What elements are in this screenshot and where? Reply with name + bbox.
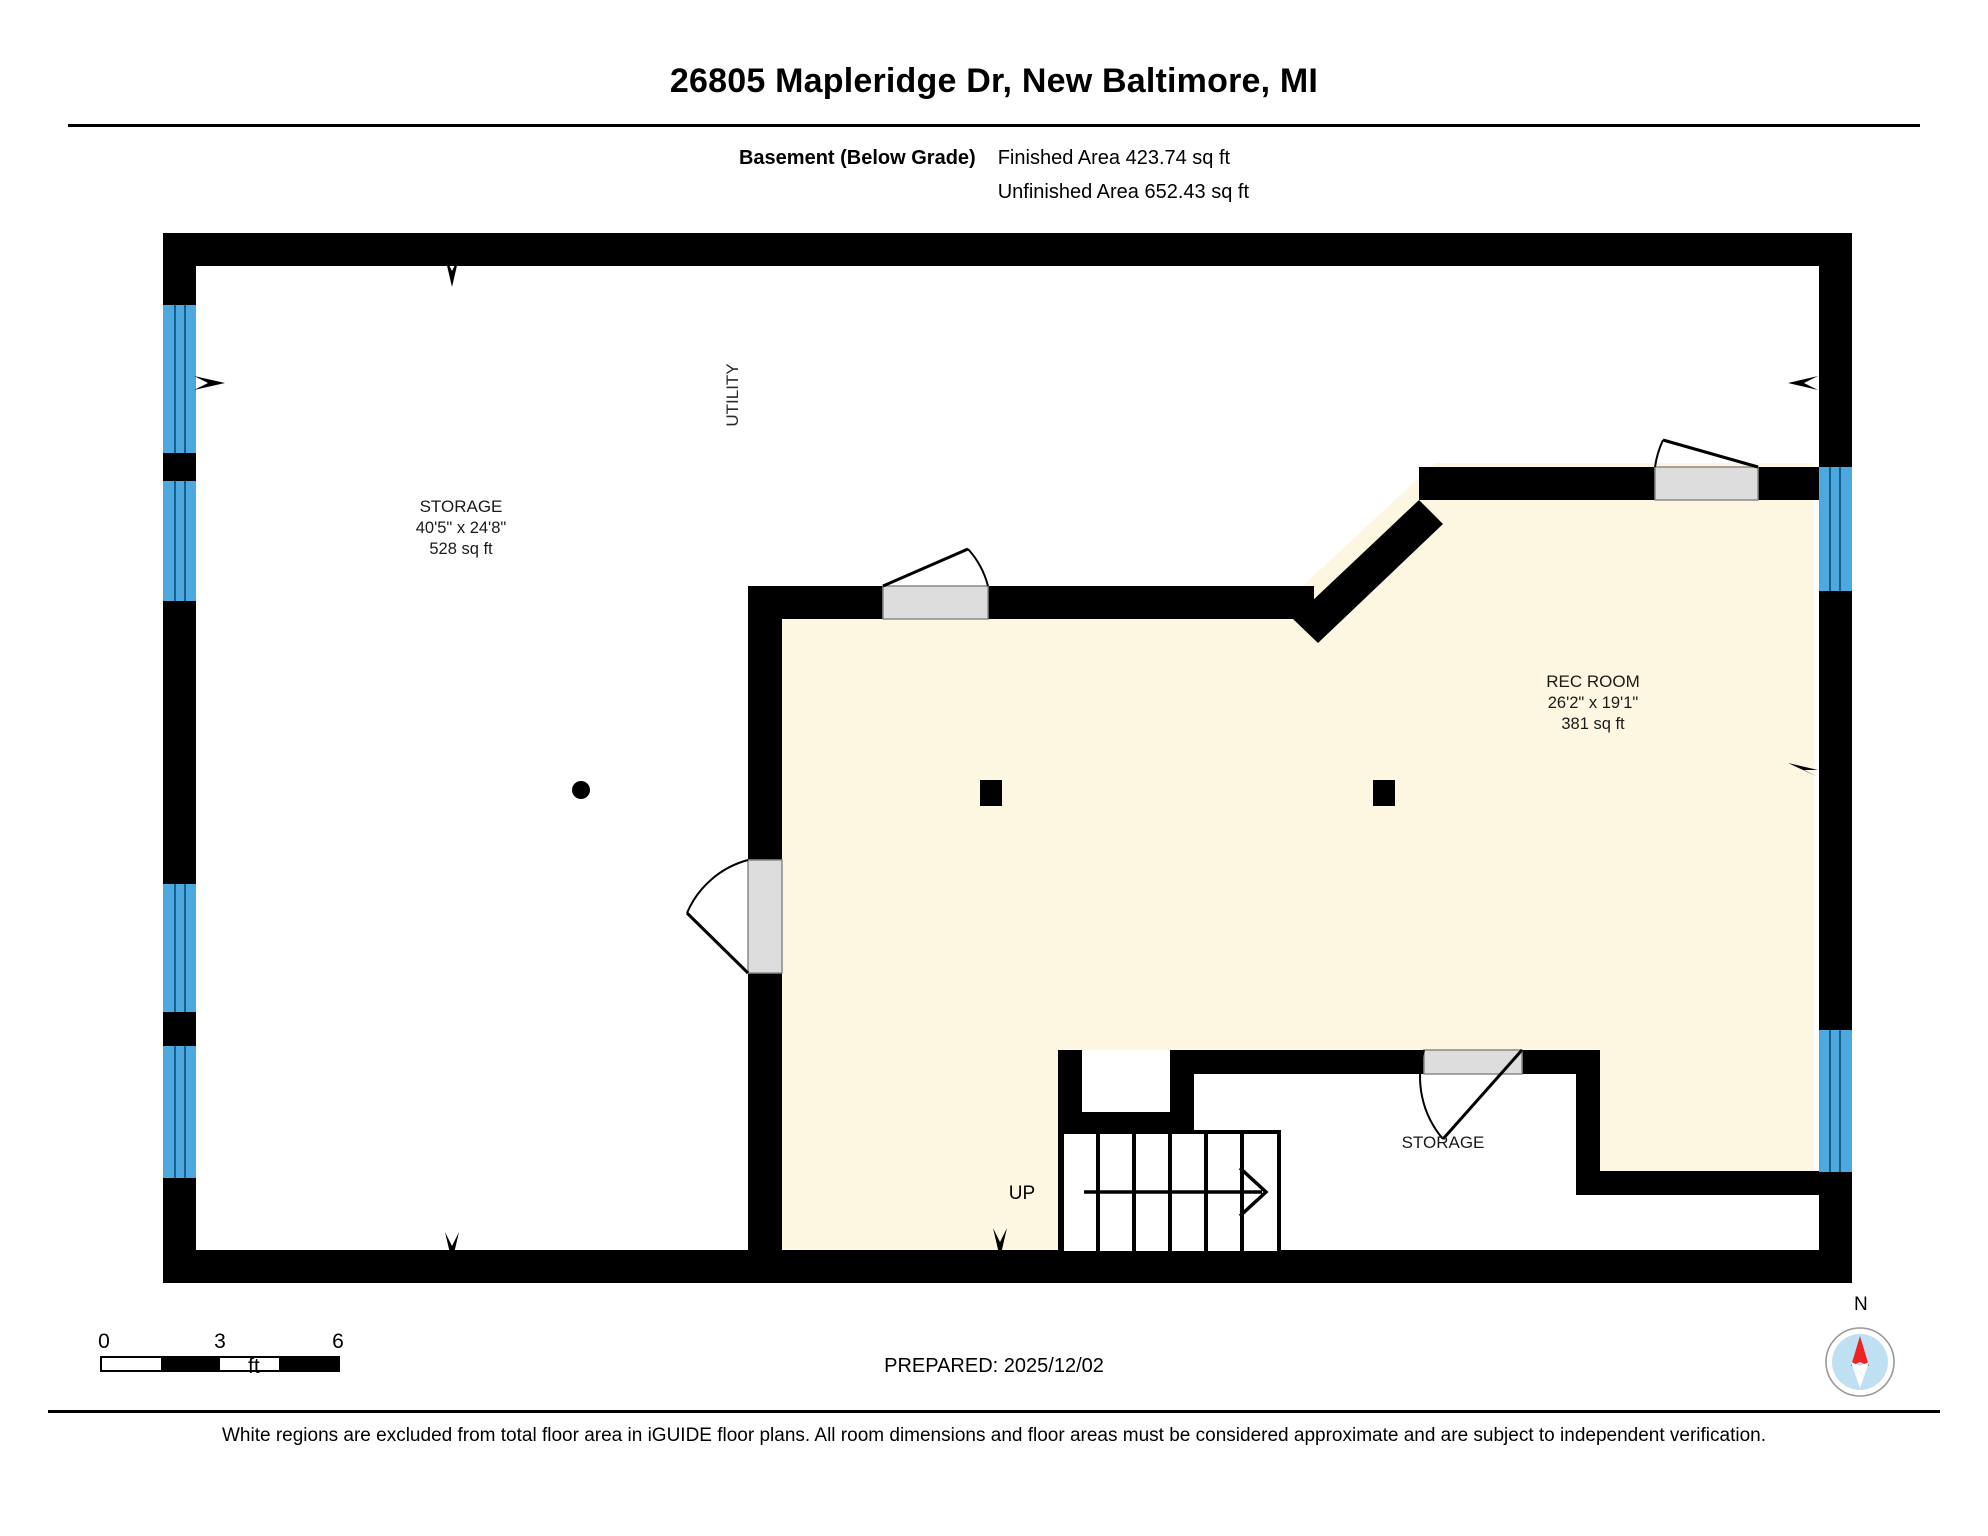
window-icon bbox=[163, 884, 196, 1012]
room-area: 381 sq ft bbox=[1561, 715, 1625, 733]
door-icon bbox=[1419, 1049, 1524, 1140]
room-label-rec-room: REC ROOM 26'2" x 19'1" 381 sq ft bbox=[1546, 672, 1640, 733]
scale-tick-labels: 0 3 6 bbox=[98, 1330, 380, 1356]
exterior-walls bbox=[163, 233, 1852, 1283]
scale-unit-label: ft bbox=[248, 1355, 260, 1378]
scale-tick-6: 6 bbox=[332, 1330, 344, 1353]
area-values: Finished Area 423.74 sq ft Unfinished Ar… bbox=[998, 141, 1249, 209]
stairs-up-label: UP bbox=[1009, 1183, 1035, 1204]
window-icon bbox=[1819, 467, 1852, 591]
page-title: 26805 Mapleridge Dr, New Baltimore, MI bbox=[669, 62, 1319, 100]
storage-closet-walls bbox=[1058, 1050, 1819, 1253]
staircase: UP bbox=[1009, 1130, 1281, 1255]
prepared-date: PREPARED: 2025/12/02 bbox=[884, 1355, 1104, 1377]
unfinished-area: Unfinished Area 652.43 sq ft bbox=[997, 181, 1249, 203]
window-icon bbox=[163, 481, 196, 601]
scale-tick-0: 0 bbox=[98, 1330, 110, 1353]
post-marker-icon bbox=[1373, 780, 1395, 806]
window-group-left bbox=[163, 305, 196, 1178]
door-icon bbox=[1654, 438, 1759, 501]
door-group bbox=[685, 438, 1759, 1140]
compass-icon bbox=[1825, 1327, 1895, 1397]
scale-segment bbox=[161, 1358, 220, 1370]
interior-walls bbox=[748, 467, 1819, 1266]
scale-bar bbox=[100, 1356, 340, 1372]
window-icon bbox=[1819, 1030, 1852, 1172]
scale-tick-3: 3 bbox=[214, 1330, 226, 1353]
room-label-utility: UTILITY bbox=[723, 363, 742, 426]
post-marker-icon bbox=[980, 780, 1002, 806]
disclaimer-text: White regions are excluded from total fl… bbox=[221, 1425, 1767, 1446]
scale-bar-group: 0 3 6 bbox=[98, 1330, 380, 1372]
room-label-storage-closet: STORAGE bbox=[1402, 1133, 1485, 1152]
room-name: STORAGE bbox=[420, 497, 503, 516]
window-icon bbox=[163, 305, 196, 453]
level-label: Basement (Below Grade) bbox=[738, 147, 976, 169]
rec-room-floor bbox=[748, 463, 1814, 1253]
door-icon bbox=[685, 859, 783, 975]
room-dimensions: 26'2" x 19'1" bbox=[1548, 694, 1639, 712]
footer-divider bbox=[48, 1410, 1940, 1413]
dimension-arrows bbox=[194, 257, 1818, 1262]
unfinished-area-region bbox=[163, 233, 1814, 1273]
scale-segment bbox=[279, 1358, 338, 1370]
finished-area: Finished Area 423.74 sq ft bbox=[997, 147, 1231, 169]
area-summary: Basement (Below Grade) Finished Area 423… bbox=[0, 141, 1988, 209]
room-name: UTILITY bbox=[723, 363, 742, 426]
door-icon bbox=[882, 547, 989, 620]
room-area: 528 sq ft bbox=[429, 540, 493, 558]
window-group-right bbox=[1819, 467, 1852, 1172]
window-icon bbox=[163, 1046, 196, 1178]
light-fixture-icon bbox=[572, 781, 590, 799]
room-dimensions: 40'5" x 24'8" bbox=[416, 519, 507, 537]
room-name: REC ROOM bbox=[1546, 672, 1640, 691]
fixture-markers bbox=[572, 780, 1395, 806]
compass-rose: N bbox=[1800, 1294, 1920, 1410]
room-name: STORAGE bbox=[1402, 1133, 1485, 1152]
room-label-storage-main: STORAGE 40'5" x 24'8" 528 sq ft bbox=[416, 497, 507, 558]
compass-north-label: N bbox=[1854, 1294, 1868, 1315]
header-divider bbox=[68, 124, 1920, 127]
